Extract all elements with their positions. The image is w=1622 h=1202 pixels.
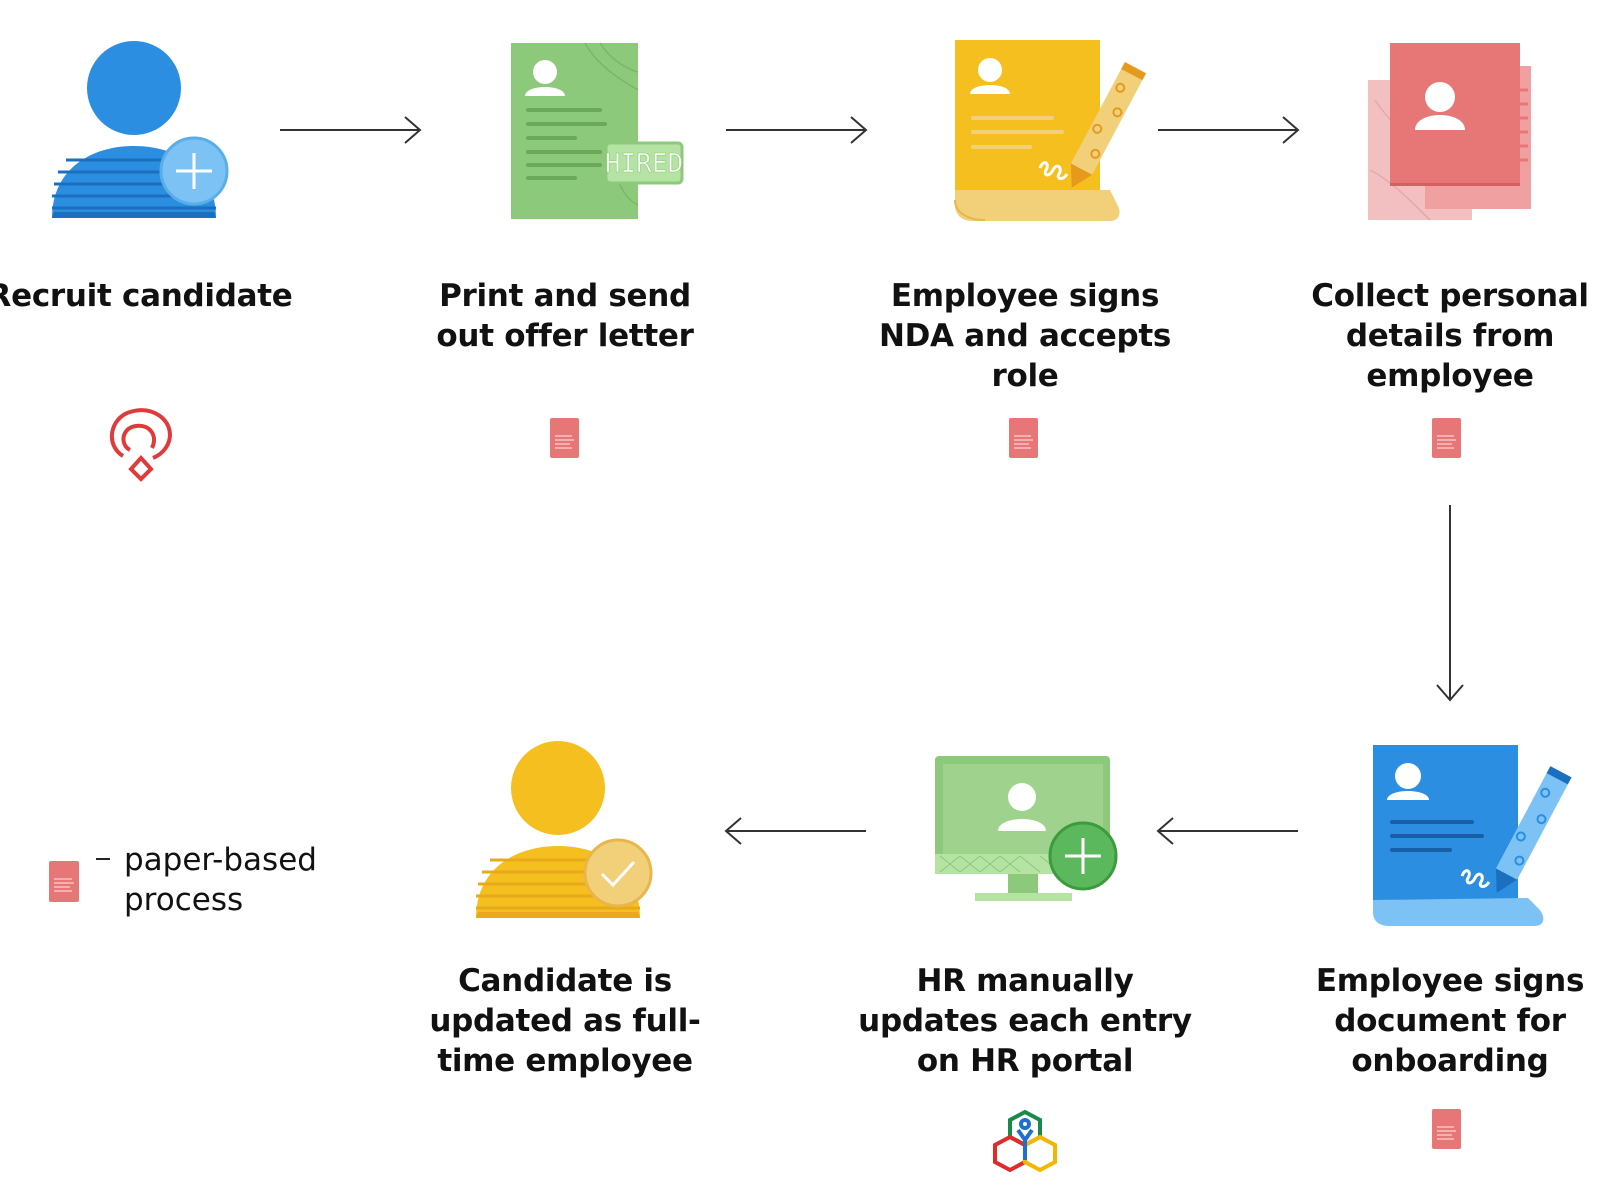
step-label-fulltime: Candidate is updated as full-time employ… — [429, 963, 701, 1079]
onboarding-document-icon — [1373, 745, 1572, 926]
legend-paper-document-icon — [49, 861, 79, 902]
step-label-collect: Collect personal details from employee — [1311, 278, 1589, 394]
step-label-nda: Employee signs NDA and accepts role — [878, 278, 1172, 394]
step-label-recruit: Recruit candidate — [0, 278, 293, 314]
step-label-hrportal: HR manually updates each entry on HR por… — [858, 963, 1192, 1079]
hr-portal-logo-icon — [993, 1109, 1057, 1173]
nda-document-icon — [954, 40, 1147, 221]
hired-badge: HIRED — [605, 149, 683, 179]
paper-document-icon — [550, 418, 579, 458]
legend-label: paper-based process — [124, 842, 317, 918]
step-label-offer: Print and send out offer letter — [436, 278, 694, 354]
paper-document-icon — [1009, 418, 1038, 458]
add-person-icon — [52, 41, 229, 218]
personal-details-documents-icon — [1368, 43, 1531, 221]
hr-portal-monitor-icon — [935, 756, 1118, 901]
step-label-onboard: Employee signs document for onboarding — [1315, 963, 1585, 1079]
employee-check-icon — [476, 741, 653, 918]
offer-letter-icon: HIRED — [511, 42, 684, 219]
paper-document-icon — [1432, 418, 1461, 458]
recruit-app-logo-icon — [109, 408, 172, 482]
legend-separator — [96, 858, 110, 860]
paper-document-icon — [1432, 1109, 1461, 1149]
